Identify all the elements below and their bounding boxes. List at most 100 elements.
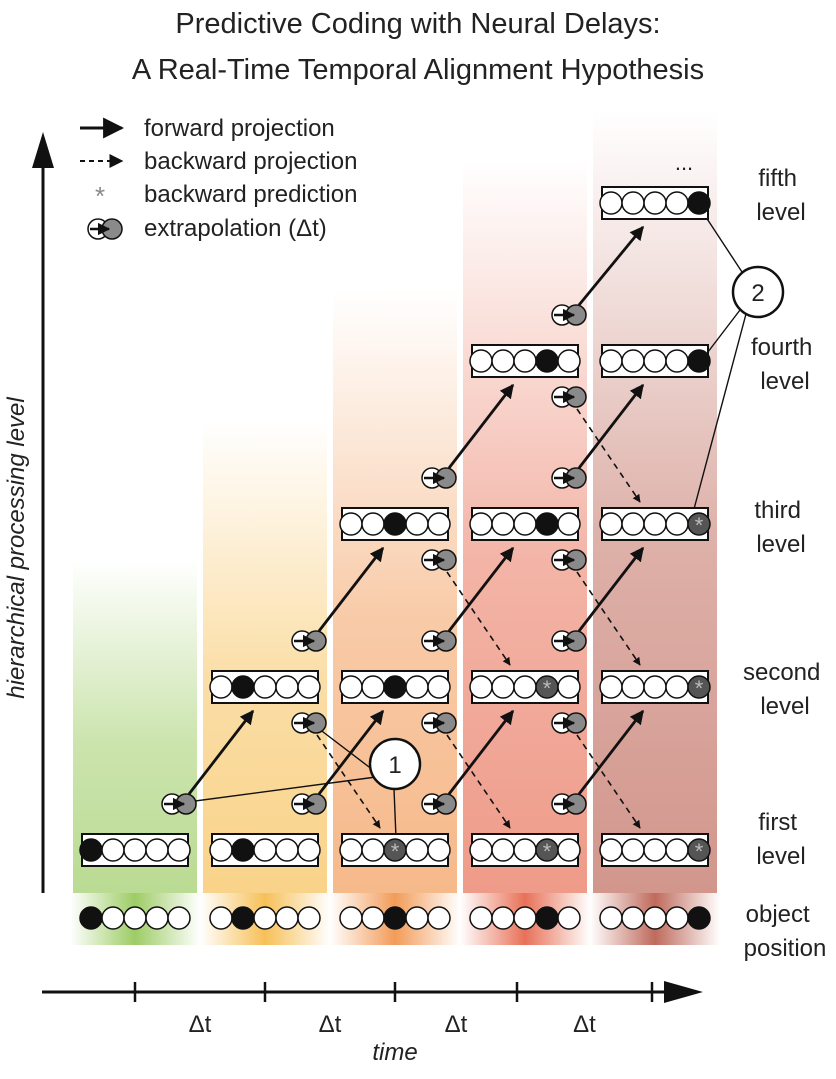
neuron-inactive: [253, 675, 277, 699]
x-axis-arrowhead: [664, 981, 703, 1003]
neuron-inactive: [339, 906, 363, 930]
level-third-line1: third: [754, 497, 801, 524]
time-column-glow-2: [203, 420, 327, 893]
asterisk-icon: *: [695, 839, 704, 864]
backward-arrow-t3-L2: [446, 734, 511, 829]
neuron-box-t5-level5: [599, 186, 711, 220]
neuron-inactive: [469, 349, 493, 373]
level-label-first: first level: [756, 809, 805, 870]
neuron-inactive: [339, 675, 363, 699]
neuron-box-t3-level2: [339, 670, 451, 704]
extrapolation-marker-fwd-t4-L1: [551, 793, 587, 815]
object-position-row-4: [469, 906, 581, 930]
extrapolation-marker-bwd-t4-L3: [551, 549, 587, 571]
extrapolation-marker-fwd-t3-L3: [421, 467, 457, 489]
legend-prediction-label: backward prediction: [144, 181, 357, 208]
neuron-inactive: [469, 512, 493, 536]
neuron-inactive: [599, 906, 623, 930]
background-glow-layer: [70, 110, 720, 945]
neuron-inactive: [361, 838, 385, 862]
extrapolation-marker-fwd-t1-L1: [161, 793, 197, 815]
neuron-inactive: [599, 349, 623, 373]
neuron-box-t2-level1: [209, 833, 321, 867]
callout-circle-2: [731, 265, 785, 319]
object-label-line1: object: [746, 901, 810, 928]
neuron-inactive: [513, 906, 537, 930]
callout-2-connector-3: [689, 313, 747, 525]
neuron-inactive: [209, 906, 233, 930]
neuron-inactive: [513, 838, 537, 862]
y-axis-label: hierarchical processing level: [3, 397, 30, 699]
neuron-inactive: [599, 191, 623, 215]
neuron-inactive: [209, 838, 233, 862]
neuron-active: [383, 675, 407, 699]
object-position-label: object position: [744, 901, 827, 962]
neuron-inactive: [599, 838, 623, 862]
neuron-inactive: [469, 838, 493, 862]
neuron-inactive: [427, 512, 451, 536]
neuron-inactive: [361, 675, 385, 699]
neuron-inactive: [557, 512, 581, 536]
level-first-line1: first: [758, 809, 797, 836]
delta-t-label-2: Δt: [319, 1011, 342, 1038]
neuron-inactive: [665, 349, 689, 373]
neuron-inactive: [643, 906, 667, 930]
neuron-inactive: [491, 512, 515, 536]
neuron-inactive: [621, 675, 645, 699]
level-third-line2: level: [756, 531, 805, 558]
neuron-inactive: [339, 512, 363, 536]
callout-layer: [179, 204, 747, 839]
neuron-box-t3-level3: [339, 507, 451, 541]
neuron-box-t5-level2: *: [599, 670, 711, 704]
level-fourth-line2: level: [760, 368, 809, 395]
legend-asterisk-icon: *: [95, 181, 105, 211]
neuron-inactive: [621, 191, 645, 215]
neuron-inactive: [427, 838, 451, 862]
time-column-glow-5: [593, 110, 717, 893]
object-label-line2: position: [744, 935, 827, 962]
asterisk-icon: *: [695, 676, 704, 701]
neuron-inactive: [101, 906, 125, 930]
legend-backward-label: backward projection: [144, 148, 357, 175]
neuron-box-t4-level4: [469, 344, 581, 378]
neuron-inactive: [253, 838, 277, 862]
backward-arrow-t4-L2: [576, 734, 641, 829]
neuron-inactive: [621, 906, 645, 930]
forward-arrow-t2-L1: [317, 709, 385, 795]
legend-forward-label: forward projection: [144, 115, 335, 142]
neuron-inactive: [621, 349, 645, 373]
forward-arrow-t2-L2: [317, 546, 385, 632]
forward-arrow-t4-L2: [577, 546, 645, 632]
neuron-active: [535, 512, 559, 536]
neuron-inactive: [665, 675, 689, 699]
neuron-box-t5-level1: *: [599, 833, 711, 867]
forward-arrow-t3-L3: [447, 383, 515, 469]
legend: forward projection backward projection *…: [80, 115, 357, 242]
neuron-active: [383, 906, 407, 930]
neuron-box-t4-level2: *: [469, 670, 581, 704]
neuron-inactive: [253, 906, 277, 930]
neuron-box-t3-level1: *: [339, 833, 451, 867]
extrapolation-marker-bwd-t4-L4: [551, 386, 587, 408]
x-axis-label: time: [372, 1039, 417, 1066]
neuron-inactive: [665, 191, 689, 215]
level-label-fifth: fifth level: [756, 165, 805, 226]
neuron-inactive: [275, 906, 299, 930]
neuron-inactive: [621, 512, 645, 536]
neuron-box-t5-level4: [599, 344, 711, 378]
asterisk-icon: *: [391, 839, 400, 864]
neuron-active: [687, 906, 711, 930]
neuron-inactive: [643, 675, 667, 699]
neuron-inactive: [405, 838, 429, 862]
neuron-inactive: [145, 838, 169, 862]
extrapolation-marker-fwd-t4-L2: [551, 630, 587, 652]
neuron-inactive: [643, 191, 667, 215]
neuron-box-t4-level3: [469, 507, 581, 541]
level-label-second: second level: [743, 659, 827, 720]
object-position-row-1: [79, 906, 191, 930]
backward-arrow-t4-L4: [576, 408, 641, 503]
extrapolation-marker-bwd-t2-L2: [291, 712, 327, 734]
forward-arrow-t4-L1: [577, 709, 645, 795]
arrow-layer: [161, 225, 645, 829]
